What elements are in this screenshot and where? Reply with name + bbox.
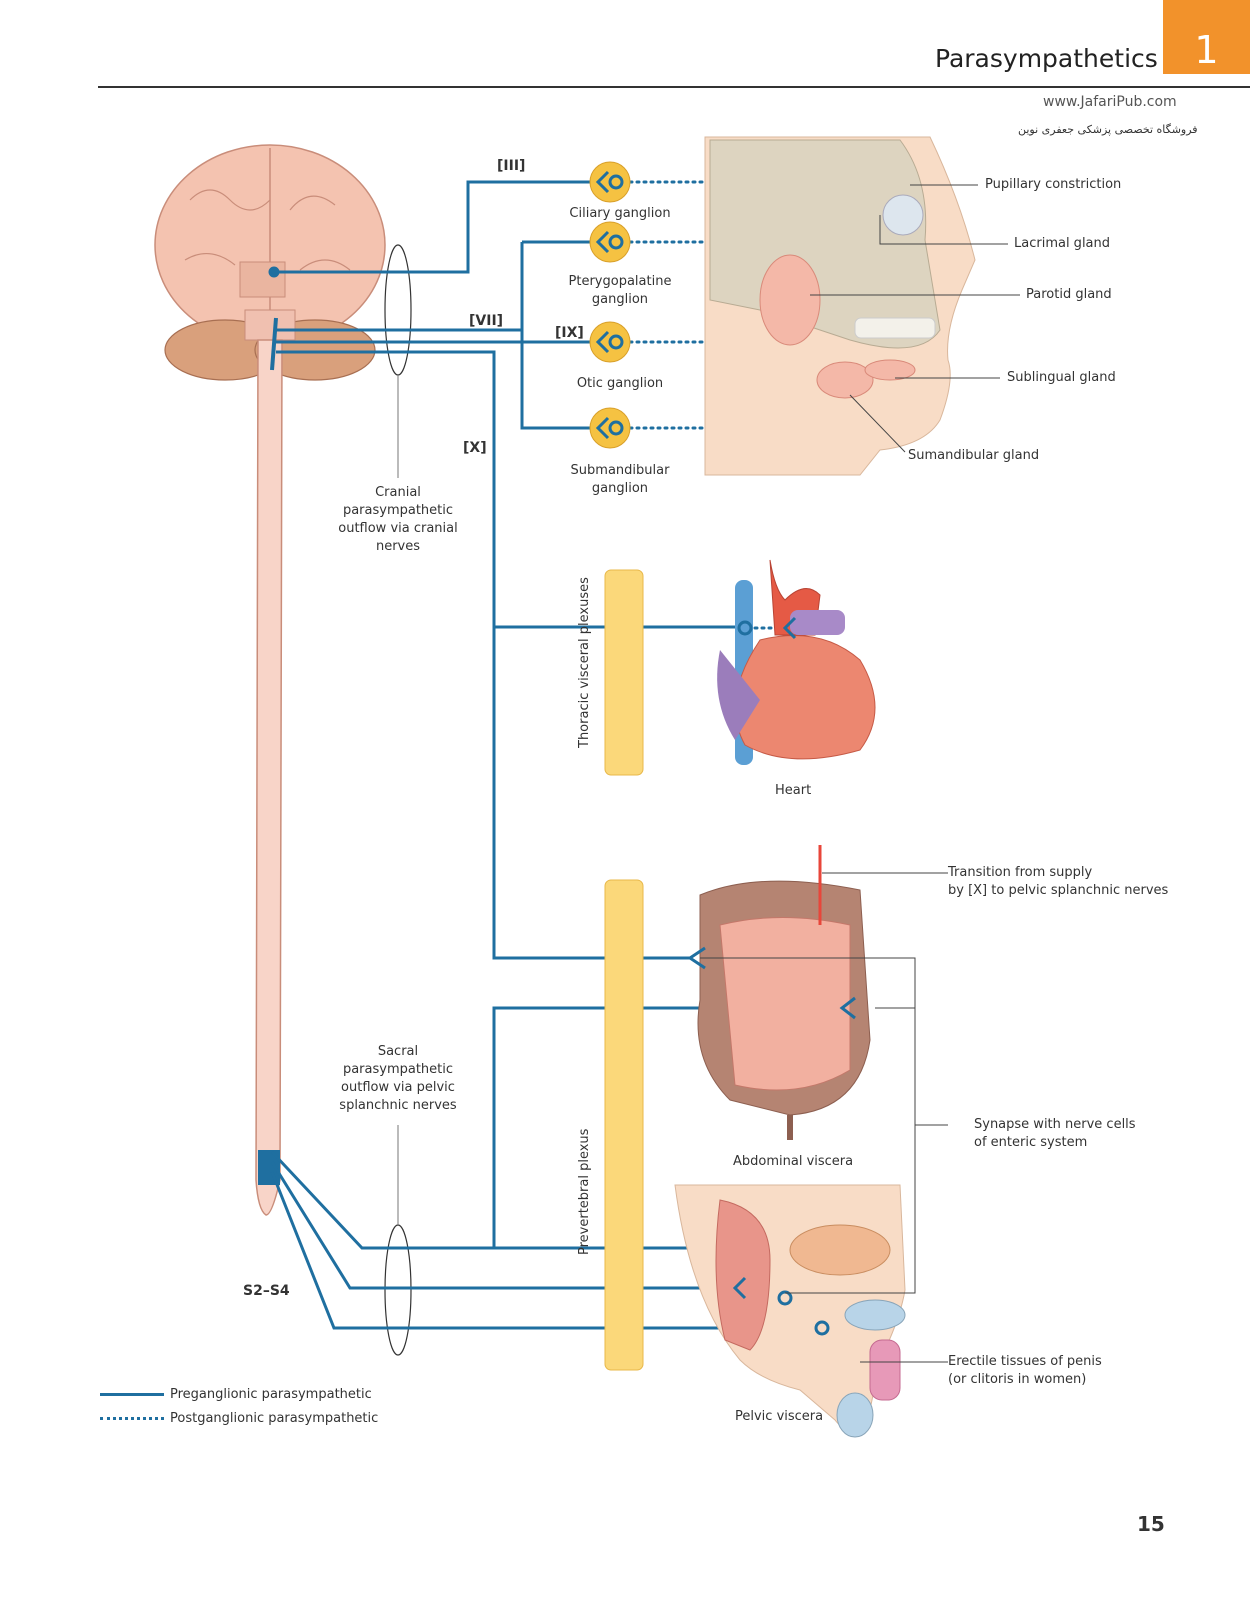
sacral-outflow-bracket [384,1224,412,1356]
ganglion-ciliary [589,161,631,203]
cranial-outflow-bracket [384,244,412,376]
header-rule [98,86,1250,88]
page-number: 15 [1137,1512,1165,1536]
legend-solid-line-icon [100,1393,164,1396]
watermark-text: فروشگاه تخصصی پزشکی جعفری نوین [1018,123,1198,136]
target-sublingual-gland: Sublingual gland [1007,370,1116,385]
prevertebral-plexus-bar [604,879,644,1371]
ganglion-label-ciliary: Ciliary ganglion [569,206,671,221]
cranial-outflow-label: Cranial parasympathetic outflow via cran… [338,485,458,554]
chapter-tab: 1 [1163,0,1250,74]
submandibular-gland [816,361,874,399]
parotid-gland [759,254,821,346]
annotation-synapse-1: Synapse with nerve cells [974,1117,1136,1132]
annotation-erectile-2: (or clitoris in women) [948,1372,1087,1387]
thoracic-plexus-bar [604,569,644,776]
nerve-III-path [274,180,605,274]
organ-label-pelvic: Pelvic viscera [735,1409,824,1424]
annotation-transition-1: Transition from supply [948,865,1093,880]
pelvic-illustration [674,1184,906,1438]
head-illustration [704,136,976,476]
sacral-segments-label: S2–S4 [243,1283,290,1299]
ganglion-label-pterygopalatine: Pterygopalatine ganglion [568,274,672,307]
ganglion-pterygopalatine [589,221,631,263]
brain-illustration [154,144,386,381]
legend-postganglionic-label: Postganglionic parasympathetic [170,1411,379,1426]
organ-label-heart: Heart [775,783,812,798]
ganglion-submandibular [589,407,631,449]
prevertebral-plexus-label: Prevertebral plexus [577,1128,592,1255]
nerve-label-VII: [VII] [469,313,504,329]
nerve-label-X: [X] [463,440,487,456]
target-submandibular-gland: Sumandibular gland [908,448,1040,463]
thoracic-plexus-label: Thoracic visceral plexuses [577,577,592,748]
nerve-label-III: [III] [497,158,526,174]
nerve-label-IX: [IX] [555,325,584,341]
heart-illustration [717,559,876,765]
teeth [854,317,936,339]
page-title: Parasympathetics [935,44,1158,73]
legend-preganglionic: Preganglionic parasympathetic [100,1387,372,1402]
ganglion-otic [589,321,631,363]
organ-label-abdominal: Abdominal viscera [733,1154,854,1169]
ganglion-label-otic: Otic ganglion [576,376,664,391]
annotation-erectile-1: Erectile tissues of penis [948,1354,1102,1369]
abdominal-illustration [697,845,871,1140]
legend-dotted-line-icon [100,1417,164,1420]
target-lacrimal-gland: Lacrimal gland [1014,236,1111,251]
annotation-transition-2: by [X] to pelvic splanchnic nerves [948,883,1169,898]
watermark-url: www.JafariPub.com [1043,94,1177,110]
target-parotid-gland: Parotid gland [1026,287,1112,302]
sacral-outflow-label: Sacral parasympathetic outflow via pelvi… [339,1044,457,1113]
pelvic-splanchnic-3 [270,1171,810,1330]
sublingual-gland [864,359,916,381]
annotation-synapse-2: of enteric system [974,1135,1088,1150]
ganglion-label-submandibular: Submandibular ganglion [570,463,670,496]
ganglia [589,161,631,449]
target-pupillary-constriction: Pupillary constriction [985,177,1122,192]
synapse-markers [687,616,856,1336]
legend-postganglionic: Postganglionic parasympathetic [100,1411,378,1426]
legend-preganglionic-label: Preganglionic parasympathetic [170,1387,372,1402]
eye [882,194,924,236]
nerve-X-path [276,350,690,960]
spinal-cord [255,339,283,1216]
